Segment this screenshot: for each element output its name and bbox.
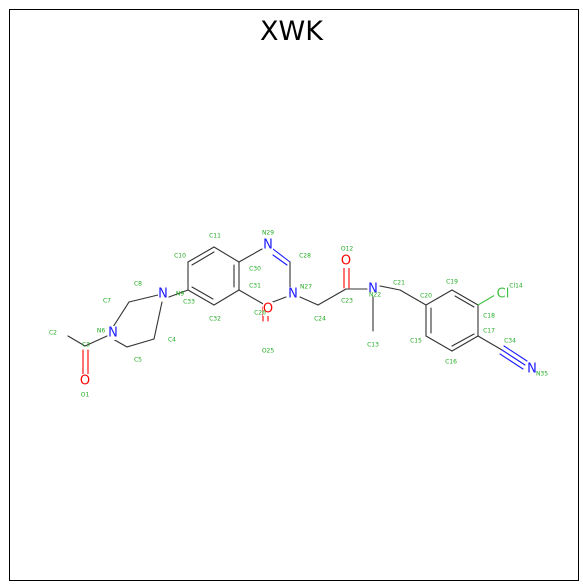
atom-label-background — [527, 362, 537, 376]
atom-symbol-o1: O — [80, 374, 90, 389]
atom-label-background — [494, 287, 512, 301]
bond — [187, 246, 215, 263]
atom-id-c15: C15 — [410, 338, 422, 345]
atom-id-c17: C17 — [483, 328, 495, 335]
atom-id-c26: C26 — [254, 310, 266, 317]
bond — [499, 353, 524, 370]
atom-id-o1: O1 — [81, 392, 90, 399]
bond — [503, 345, 528, 362]
atom-id-n9: N9 — [176, 291, 184, 298]
atom-id-cl14: Cl14 — [509, 283, 523, 290]
atom-id-n22: N22 — [369, 292, 381, 299]
atom-label-background — [288, 287, 298, 301]
atom-id-c13: C13 — [367, 342, 379, 349]
atom-id-c10: C10 — [174, 253, 186, 260]
bond — [67, 335, 86, 347]
atom-id-c16: C16 — [445, 359, 457, 366]
bond — [126, 338, 155, 348]
atom-id-c24: C24 — [314, 316, 326, 323]
diagram-title: XWK — [260, 16, 323, 47]
atom-symbol-n9: N — [158, 287, 168, 302]
bond — [399, 289, 427, 306]
atom-label-background — [368, 282, 378, 296]
bond — [425, 335, 453, 352]
atom-id-c5: C5 — [134, 357, 142, 364]
bond — [317, 288, 347, 306]
bond — [128, 294, 159, 303]
bond — [451, 335, 479, 352]
bond — [168, 289, 189, 298]
atom-id-c31: C31 — [249, 283, 261, 290]
bond — [112, 338, 128, 348]
bond — [379, 285, 401, 291]
atom-id-c19: C19 — [446, 279, 458, 286]
atom-id-c8: C8 — [134, 281, 142, 288]
atom-id-c34: C34 — [504, 338, 516, 345]
bond-layer — [67, 246, 528, 376]
atom-label-background — [263, 238, 273, 252]
bond — [299, 296, 319, 306]
atom-symbol-n22: N — [368, 282, 378, 297]
bond — [191, 286, 214, 300]
bond — [84, 335, 108, 347]
atom-id-c7: C7 — [103, 298, 111, 305]
atom-id-n6: N6 — [97, 328, 105, 335]
atom-id-c33: C33 — [183, 299, 195, 306]
atom-id-n27: N27 — [300, 284, 312, 291]
atom-id-c23: C23 — [341, 298, 353, 305]
bond — [112, 301, 130, 328]
atom-id-o25: O25 — [262, 348, 275, 355]
bond — [187, 289, 215, 306]
atom-id-n35: N35 — [536, 371, 548, 378]
atom-symbol-o25: O — [263, 302, 273, 317]
atom-symbol-n6: N — [108, 326, 118, 341]
atom-label-background — [158, 287, 168, 301]
bond — [191, 251, 215, 266]
bond — [501, 349, 526, 366]
atom-id-c11: C11 — [209, 233, 221, 240]
atom-id-c30: C30 — [249, 266, 261, 273]
atom-symbol-n29: N — [263, 238, 273, 253]
atom-id-c2: C2 — [49, 330, 57, 337]
atom-label-background — [80, 374, 90, 388]
atom-id-c3: C3 — [82, 342, 90, 349]
bond — [454, 295, 475, 308]
bond — [213, 246, 240, 263]
atom-symbol-n35: N — [527, 362, 537, 377]
bond — [451, 333, 475, 347]
bond — [272, 254, 288, 266]
bond — [213, 289, 240, 306]
bond — [477, 335, 503, 351]
bond — [477, 294, 496, 306]
bond — [425, 289, 453, 306]
atom-id-o12: O12 — [341, 246, 354, 253]
bond — [238, 289, 266, 306]
bond — [238, 248, 263, 263]
atom-symbol-o12: O — [341, 254, 351, 269]
atom-id-c28: C28 — [299, 253, 311, 260]
atom-id-c32: C32 — [209, 316, 221, 323]
bond — [153, 301, 163, 340]
atom-label-background — [108, 326, 118, 340]
atom-id-c4: C4 — [168, 337, 176, 344]
atom-symbol-cl14: Cl — [497, 287, 510, 302]
atom-id-n29: N29 — [262, 230, 274, 237]
atom-id-c18: C18 — [483, 313, 495, 320]
atom-symbol-n27: N — [288, 287, 298, 302]
atom-id-c21: C21 — [393, 280, 405, 287]
atom-label-background — [341, 254, 351, 268]
atom-label-background — [263, 302, 273, 316]
bond — [451, 289, 479, 306]
bond — [272, 248, 291, 263]
atom-id-c20: C20 — [420, 293, 432, 300]
